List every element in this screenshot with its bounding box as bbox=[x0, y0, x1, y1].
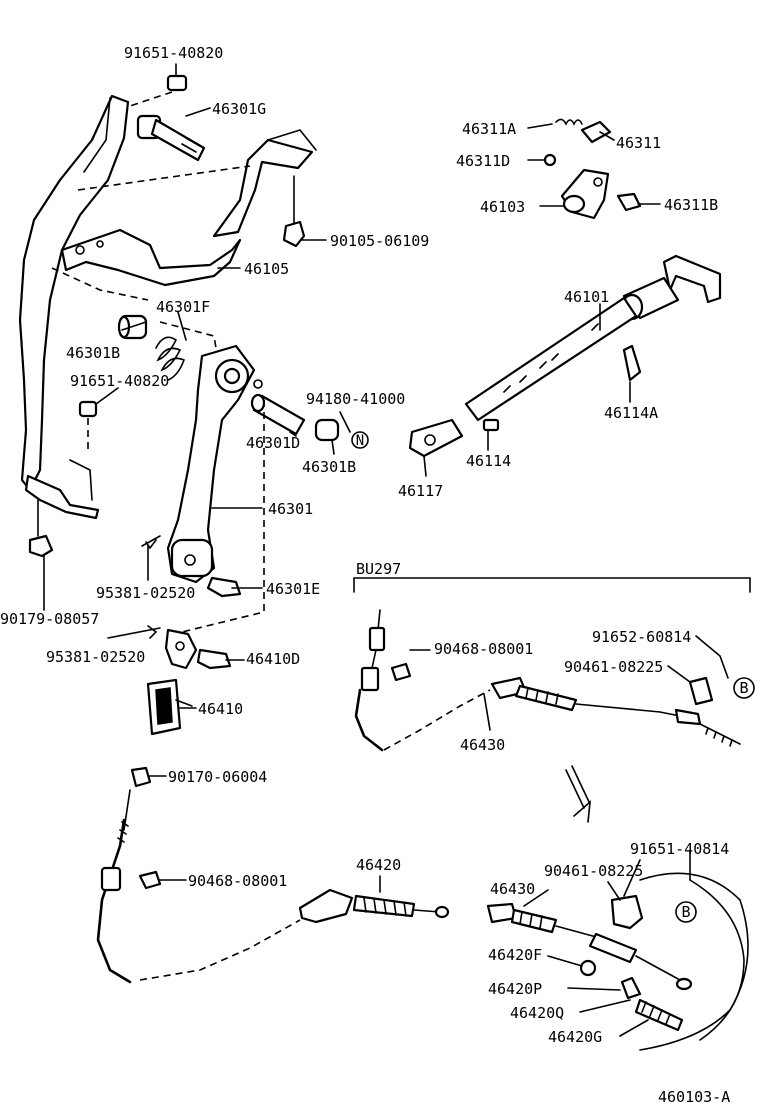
bu297-frame bbox=[353, 577, 751, 593]
leader-lines bbox=[43, 63, 729, 1037]
clip-90468-08001-bottom bbox=[138, 870, 162, 890]
label-46420: 46420 bbox=[356, 856, 401, 874]
direction-arrow bbox=[565, 765, 591, 823]
shaft-46101 bbox=[408, 254, 722, 477]
label-46301F: 46301F bbox=[156, 298, 210, 316]
label-46114: 46114 bbox=[466, 452, 511, 470]
ref-marker-B-bottom: B bbox=[675, 901, 697, 923]
pedal-lever-46301 bbox=[166, 344, 263, 584]
label-46114A: 46114A bbox=[604, 404, 658, 422]
pin-46301D bbox=[250, 393, 306, 436]
label-46420P: 46420P bbox=[488, 980, 542, 998]
label-46410: 46410 bbox=[198, 700, 243, 718]
nut-90170-06004 bbox=[130, 766, 152, 788]
label-46420F: 46420F bbox=[488, 946, 542, 964]
ref-n-text: N bbox=[356, 433, 364, 449]
label-90105-06109: 90105-06109 bbox=[330, 232, 429, 250]
assembly-line-dashed bbox=[181, 400, 265, 633]
clevis-46410 bbox=[164, 628, 198, 670]
label-90468-08001-top: 90468-08001 bbox=[434, 640, 533, 658]
label-46103: 46103 bbox=[480, 198, 525, 216]
label-90461-08225-top: 90461-08225 bbox=[564, 658, 663, 676]
part-labels: 91651-40820 46301G 46311A 46311 46311D 4… bbox=[0, 44, 730, 1106]
ref-marker-N: N bbox=[351, 431, 369, 449]
bushing-46301B-bottom bbox=[314, 418, 340, 442]
label-46301G: 46301G bbox=[212, 100, 266, 118]
ref-marker-B-top: B bbox=[733, 677, 755, 699]
label-46301B-top: 46301B bbox=[66, 344, 120, 362]
bolt-90179-08057 bbox=[28, 499, 54, 558]
ref-b-bottom-text: B bbox=[681, 903, 690, 921]
label-90179-08057: 90179-08057 bbox=[0, 610, 99, 628]
label-46430-bottom: 46430 bbox=[490, 880, 535, 898]
label-46420G: 46420G bbox=[548, 1028, 602, 1046]
label-46117: 46117 bbox=[398, 482, 443, 500]
label-46301B-bottom: 46301B bbox=[302, 458, 356, 476]
label-46420Q: 46420Q bbox=[510, 1004, 564, 1022]
spring-46301F bbox=[155, 311, 217, 381]
label-46311A: 46311A bbox=[462, 120, 516, 138]
label-46430-top: 46430 bbox=[460, 736, 505, 754]
nut-90105-06109 bbox=[282, 175, 306, 248]
label-46101: 46101 bbox=[564, 288, 609, 306]
grip-46103 bbox=[560, 168, 610, 220]
ref-b-top-text: B bbox=[739, 679, 748, 697]
label-95381-02520-b: 95381-02520 bbox=[46, 648, 145, 666]
label-46311: 46311 bbox=[616, 134, 661, 152]
bolt-46301G bbox=[136, 114, 206, 162]
label-94180-41000: 94180-41000 bbox=[306, 390, 405, 408]
cable-46420 bbox=[96, 789, 450, 984]
label-91651-40814: 91651-40814 bbox=[630, 840, 729, 858]
clip-95381-02520-b bbox=[107, 625, 161, 639]
label-46311D: 46311D bbox=[456, 152, 510, 170]
clip-46114A bbox=[622, 344, 642, 382]
clip-95381-02520-a bbox=[141, 535, 161, 550]
label-46301: 46301 bbox=[268, 500, 313, 518]
washer-46311D bbox=[543, 153, 557, 167]
label-90170-06004: 90170-06004 bbox=[168, 768, 267, 786]
bolt-91651-40820-top bbox=[129, 74, 188, 107]
label-46301D: 46301D bbox=[246, 434, 300, 452]
label-91652-60814: 91652-60814 bbox=[592, 628, 691, 646]
label-46301E: 46301E bbox=[266, 580, 320, 598]
pin-46114 bbox=[482, 418, 500, 432]
label-46105: 46105 bbox=[244, 260, 289, 278]
label-46311B: 46311B bbox=[664, 196, 718, 214]
label-90468-08001-bottom: 90468-08001 bbox=[188, 872, 287, 890]
label-95381-02520-a: 95381-02520 bbox=[96, 584, 195, 602]
figure-code: 460103-A bbox=[658, 1088, 730, 1106]
screw-46311B bbox=[616, 192, 642, 212]
bracket-90461-08225-top bbox=[688, 676, 714, 706]
label-91651-40820-mid: 91651-40820 bbox=[70, 372, 169, 390]
pin-46301E bbox=[206, 576, 242, 598]
spring-46311A bbox=[555, 118, 583, 126]
label-bu297: BU297 bbox=[356, 560, 401, 578]
bracket-46105 bbox=[18, 94, 317, 520]
pin-46410D bbox=[196, 648, 232, 670]
label-90461-08225-bottom: 90461-08225 bbox=[544, 862, 643, 880]
button-46311 bbox=[580, 120, 612, 144]
label-46410D: 46410D bbox=[246, 650, 300, 668]
label-91651-40820-top: 91651-40820 bbox=[124, 44, 223, 62]
cable-46430-top bbox=[354, 609, 741, 752]
bolt-91651-40820-mid bbox=[78, 400, 98, 450]
adjuster-46410 bbox=[146, 678, 193, 736]
clip-90468-08001-top bbox=[390, 662, 412, 682]
detail-46430-bottom bbox=[486, 872, 749, 1051]
